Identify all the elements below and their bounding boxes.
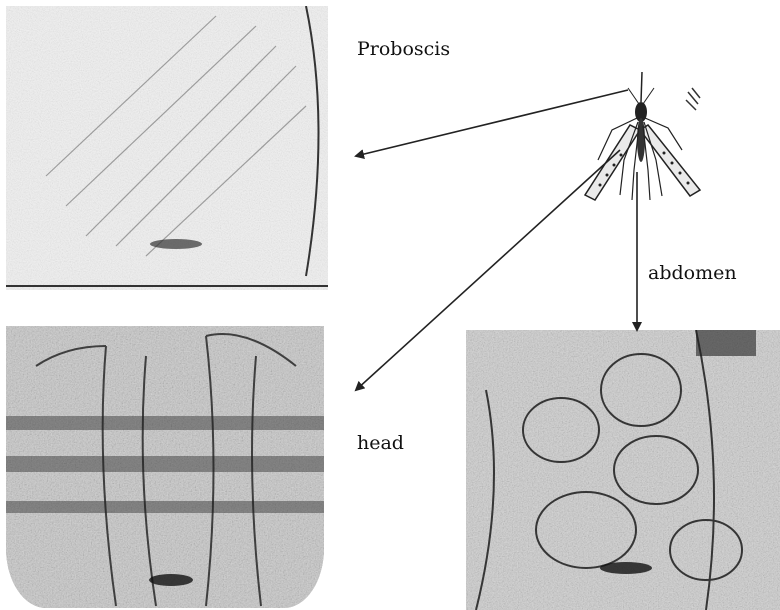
mosquito-illustration xyxy=(585,72,700,200)
abdomen-micrograph xyxy=(466,330,780,610)
head-label: head xyxy=(357,432,404,454)
proboscis-micrograph xyxy=(6,6,328,290)
proboscis-arrow xyxy=(356,90,628,156)
head-micrograph xyxy=(6,326,324,608)
abdomen-label: abdomen xyxy=(648,262,737,284)
proboscis-label: Proboscis xyxy=(357,38,450,60)
